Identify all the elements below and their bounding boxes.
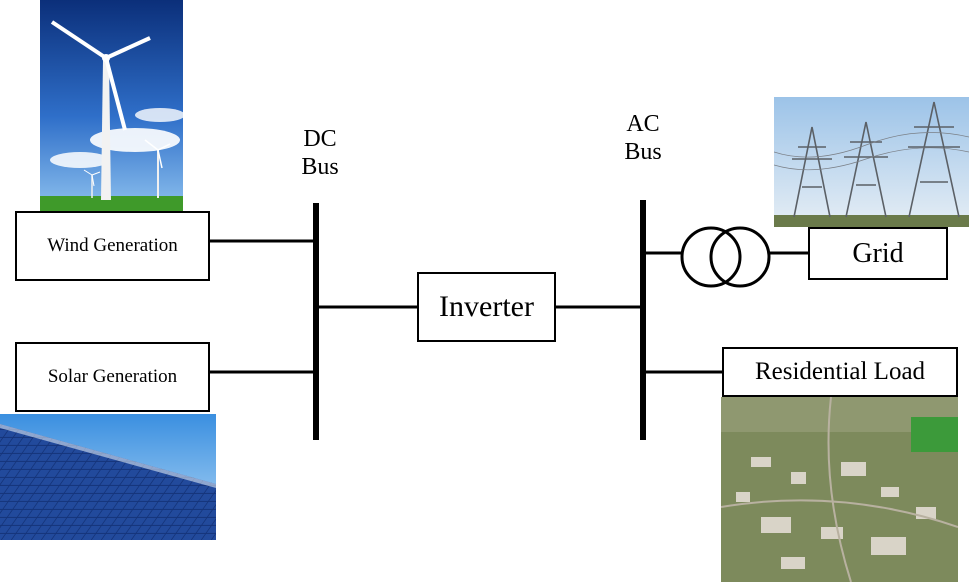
dc-bus-label: DC Bus — [280, 126, 360, 181]
solar-generation-block: Solar Generation — [15, 342, 210, 412]
solar-panel-photo — [0, 414, 216, 540]
inverter-block: Inverter — [417, 272, 556, 342]
residential-load-block: Residential Load — [722, 347, 958, 397]
transformer-winding-primary — [680, 226, 742, 288]
dc-bus-label-line2: Bus — [301, 153, 339, 180]
transmission-tower-photo — [774, 97, 969, 227]
dc-bus-label-line1: DC — [303, 126, 337, 152]
ac-bus-label: AC Bus — [603, 111, 683, 166]
grid-block: Grid — [808, 227, 948, 280]
ac-bus-label-line1: AC — [626, 111, 660, 137]
residential-aerial-photo — [721, 397, 958, 582]
transformer-winding-secondary — [709, 226, 771, 288]
wind-generation-block: Wind Generation — [15, 211, 210, 281]
ac-bus-label-line2: Bus — [624, 138, 662, 165]
wind-turbine-photo — [40, 0, 183, 212]
